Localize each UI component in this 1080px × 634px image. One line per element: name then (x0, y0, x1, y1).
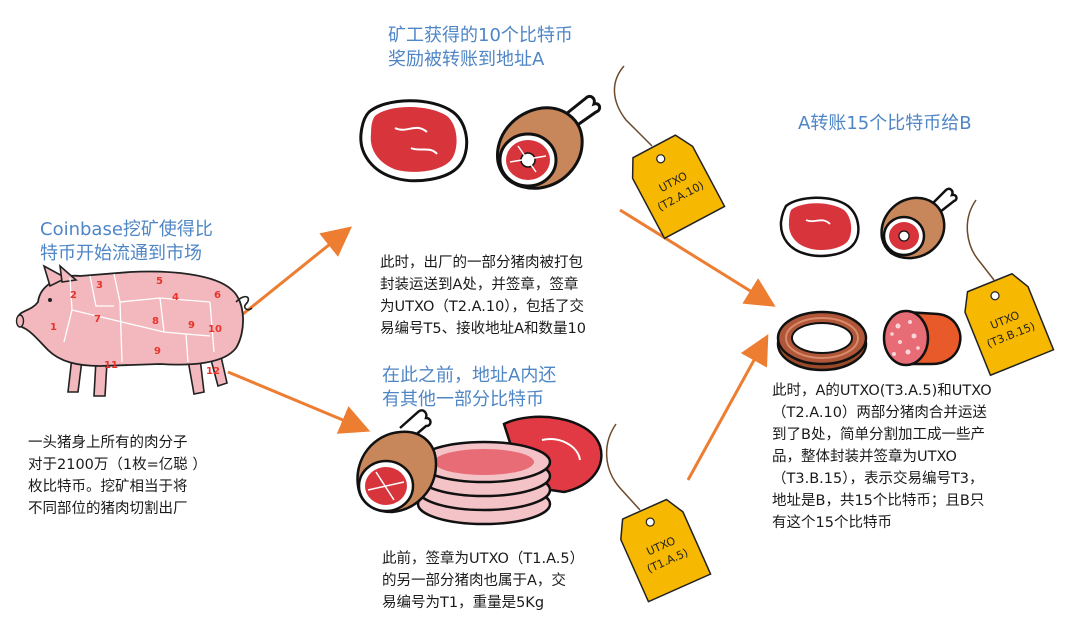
description-packaged-line-4: 易编号T5、接收地址A和数量10 (380, 318, 586, 340)
caption-miner: 矿工获得的10个比特币 奖励被转账到地址A (388, 24, 573, 72)
pig-illustration: 1 2 3 4 5 6 7 8 9 9 10 11 12 (10, 262, 250, 412)
pig-number-9a: 9 (188, 320, 195, 331)
pig-number-4: 4 (172, 292, 179, 303)
description-pig-line-3: 枚比特币。挖矿相当于将 (28, 476, 207, 498)
description-merged-line-5: （T3.B.15），表示交易编号T3， (772, 468, 992, 490)
description-packaged-line-1: 此时，出厂的一部分猪肉被打包 (380, 252, 586, 274)
description-previous-line-1: 此前，签章为UTXO（T1.A.5） (382, 548, 584, 570)
sliced-meat-icon (354, 406, 614, 536)
description-merged-line-1: 此时，A的UTXO(T3.A.5)和UTXO (772, 380, 992, 402)
description-pig: 一头猪身上所有的肉分子 对于2100万（1枚=亿聪 ） 枚比特币。挖矿相当于将 … (28, 432, 207, 520)
arrow-pig-to-packaged (238, 232, 345, 318)
caption-before: 在此之前，地址A内还 有其他一部分比特币 (382, 364, 556, 412)
tag-utxo-t2: UTXO (T2.A.10) (606, 62, 726, 242)
caption-before-line-1: 在此之前，地址A内还 (382, 364, 556, 388)
description-merged-line-7: 有这个15个比特币 (772, 512, 992, 534)
description-previous: 此前，签章为UTXO（T1.A.5） 的另一部分猪肉也属于A，交 易编号为T1，… (382, 548, 584, 614)
pig-number-10: 10 (208, 324, 222, 335)
description-packaged: 此时，出厂的一部分猪肉被打包 封装运送到A处，并签章，签章 为UTXO（T2.A… (380, 252, 586, 340)
ham-icon (490, 92, 610, 202)
pig-number-6: 6 (214, 290, 221, 301)
description-previous-line-3: 易编号为T1，重量是5Kg (382, 592, 584, 614)
pig-number-11: 11 (104, 360, 118, 371)
description-packaged-line-2: 封装运送到A处，并签章，签章 (380, 274, 586, 296)
description-merged-line-6: 地址是B，共15个比特币；且B只 (772, 490, 992, 512)
description-pig-line-2: 对于2100万（1枚=亿聪 ） (28, 454, 207, 476)
description-merged-line-3: 到了B处，简单分割加工成一些产 (772, 424, 992, 446)
description-merged-line-4: 品，整体封装并签章为UTXO (772, 446, 992, 468)
pig-number-8: 8 (152, 316, 159, 327)
description-pig-line-4: 不同部位的猪肉切割出厂 (28, 498, 207, 520)
pig-number-9b: 9 (154, 346, 161, 357)
pig-number-12: 12 (206, 366, 220, 377)
description-merged: 此时，A的UTXO(T3.A.5)和UTXO （T2.A.10）两部分猪肉合并运… (772, 380, 992, 534)
caption-coinbase: Coinbase挖矿使得比 特币开始流通到市场 (40, 218, 213, 266)
tag-utxo-t3: UTXO (T3.B.15) (952, 196, 1062, 376)
caption-miner-line-1: 矿工获得的10个比特币 (388, 24, 573, 48)
description-packaged-line-3: 为UTXO（T2.A.10），包括了交 (380, 296, 586, 318)
pig-number-1: 1 (50, 322, 57, 333)
pig-number-3: 3 (96, 280, 103, 291)
description-merged-line-2: （T2.A.10）两部分猪肉合并运送 (772, 402, 992, 424)
meat-rings-icon (772, 304, 872, 374)
description-pig-line-1: 一头猪身上所有的肉分子 (28, 432, 207, 454)
caption-coinbase-line-1: Coinbase挖矿使得比 (40, 218, 213, 242)
steak-icon (355, 92, 475, 192)
description-previous-line-2: 的另一部分猪肉也属于A，交 (382, 570, 584, 592)
pig-number-7: 7 (94, 314, 101, 325)
caption-miner-line-2: 奖励被转账到地址A (388, 48, 573, 72)
caption-transfer: A转账15个比特币给B (798, 112, 972, 136)
pig-number-2: 2 (70, 290, 77, 301)
small-steak-icon (776, 192, 866, 262)
tag-utxo-t1: UTXO (T1.A.5) (596, 420, 716, 600)
pig-number-5: 5 (156, 276, 163, 287)
